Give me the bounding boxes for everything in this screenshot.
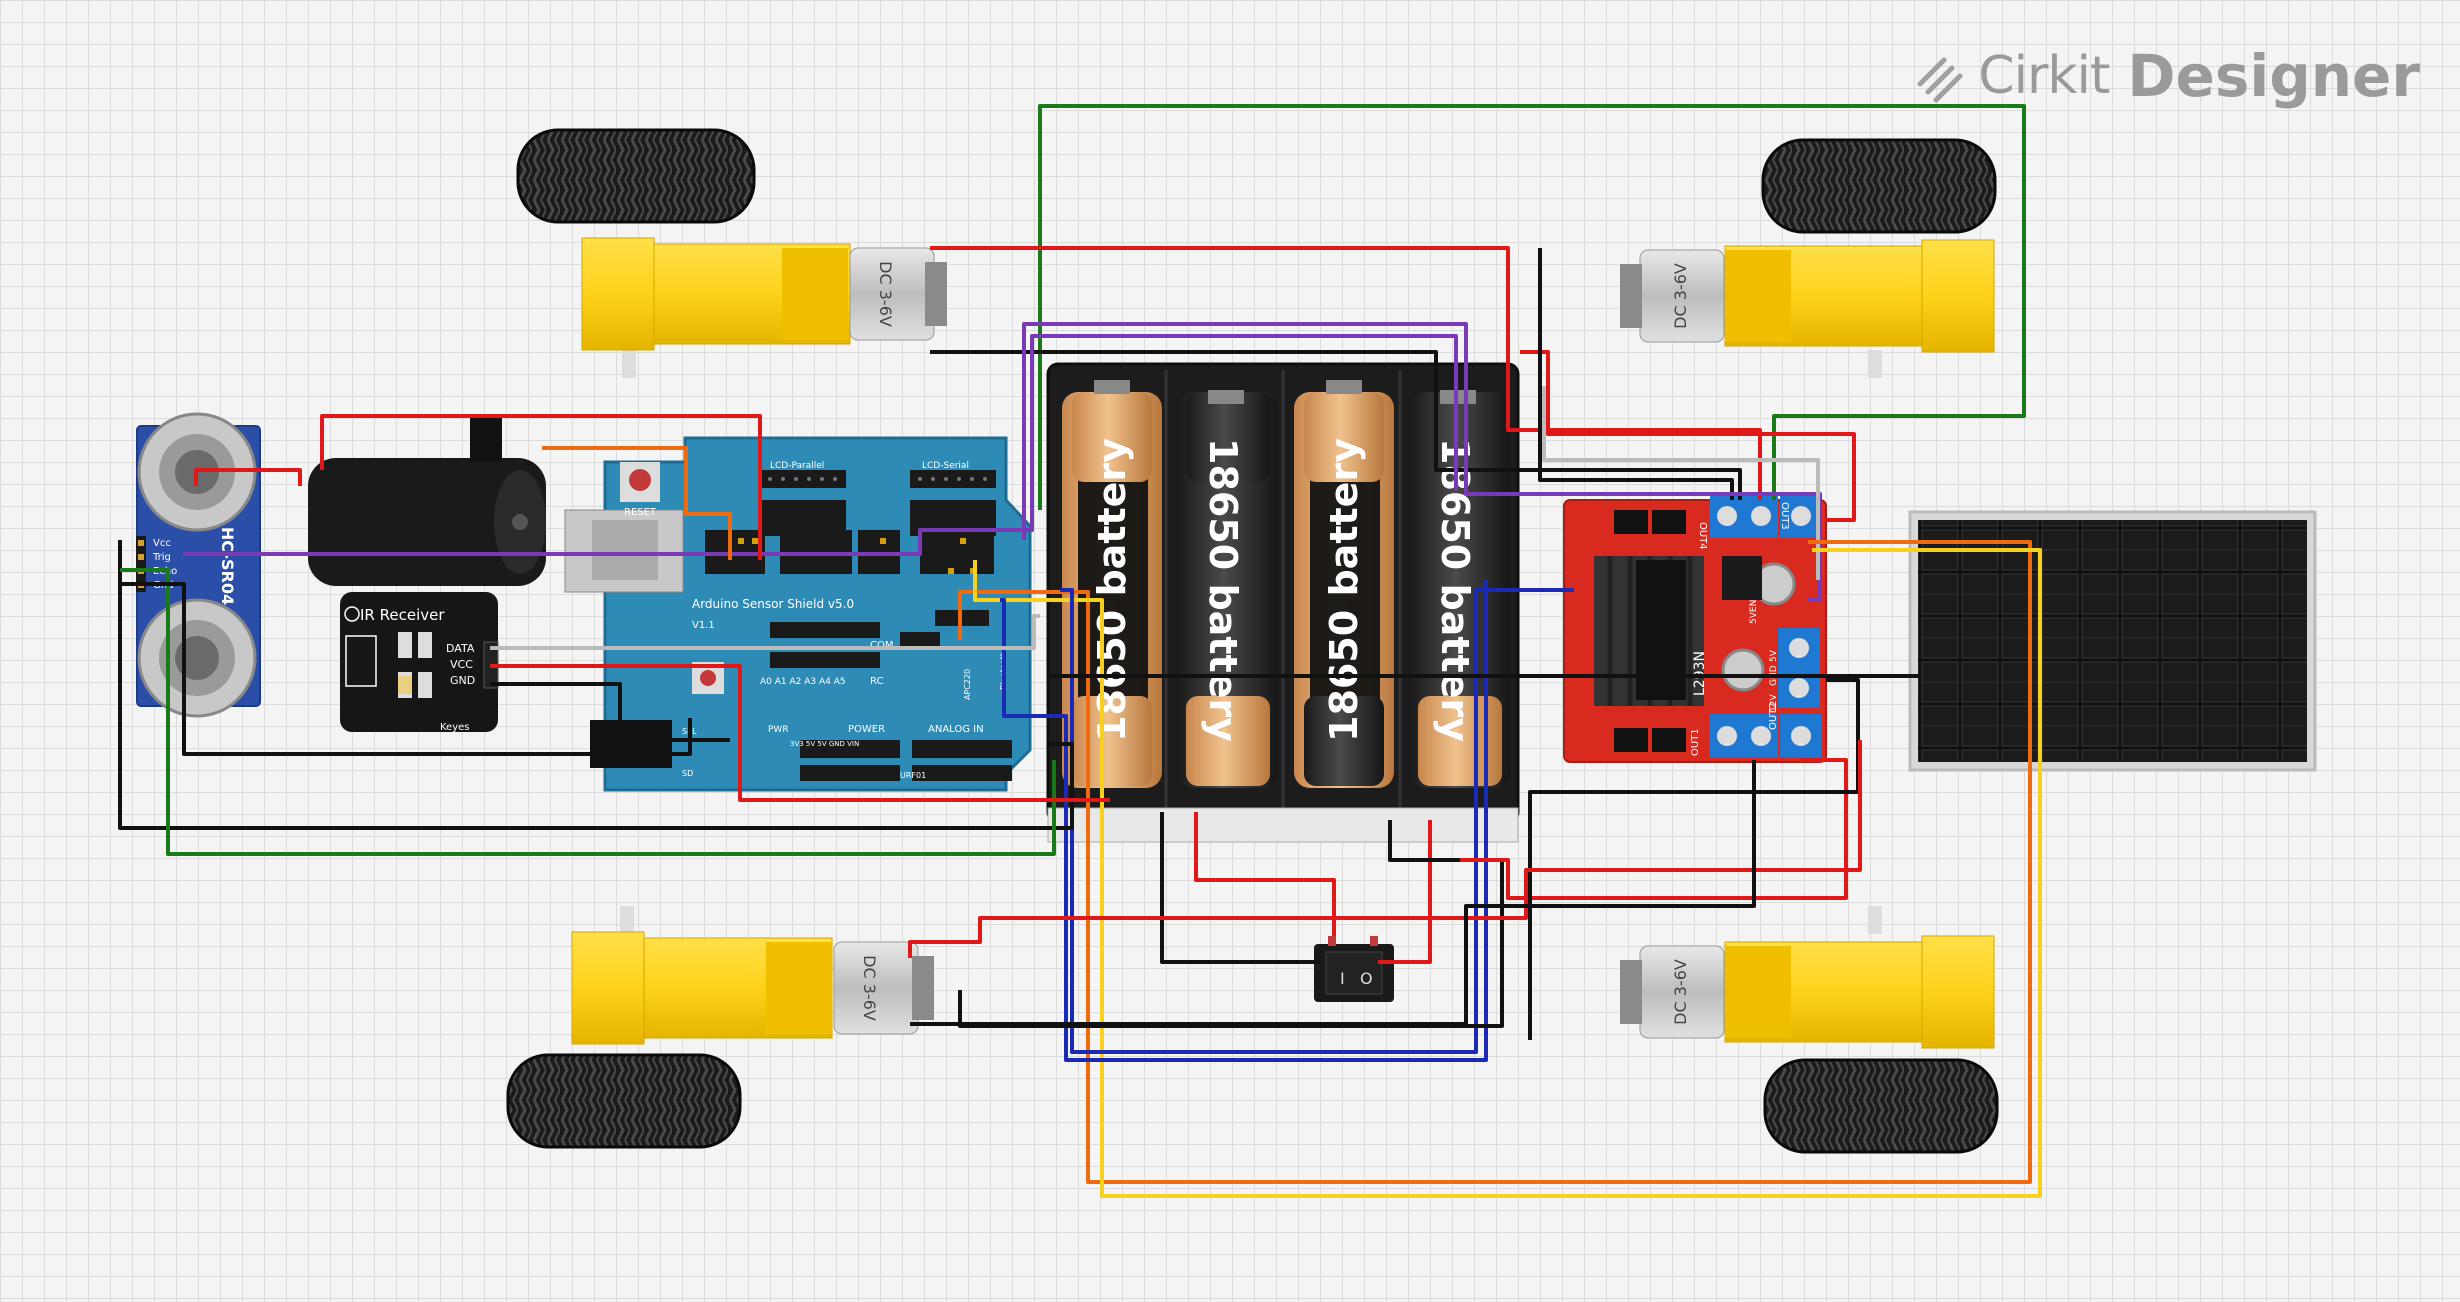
driver-chip-label: L293N (1692, 651, 1708, 696)
ultrasonic-sensor: HC-SR04 Vcc Trig Echo Gnd (136, 412, 261, 718)
wire-purple-1 (1022, 322, 1822, 602)
wire-black-tl-motor (930, 350, 1742, 500)
motor-top-left: DC 3-6V (581, 237, 947, 378)
power-switch[interactable]: I O (1314, 936, 1394, 1002)
ir-brand: Keyes (440, 722, 470, 733)
shield-title: Arduino Sensor Shield v5.0 (692, 597, 854, 611)
wire-purple-2 (183, 334, 1458, 556)
ir-pin-gnd: GND (450, 674, 475, 687)
wire-red-bl-motor (908, 740, 1862, 958)
wheel-bottom-left (506, 1053, 742, 1149)
ir-title: IR Receiver (360, 606, 445, 624)
solar-panel (1908, 510, 2317, 772)
driver-12v-label: 12V (1769, 694, 1779, 712)
motor-bottom-right: DC 3-6V (1620, 906, 1995, 1049)
rc-label: RC (870, 676, 883, 687)
driver-en-label: 5VEN (1749, 600, 1759, 624)
wheel-top-right (1761, 138, 1997, 234)
com-label: COM (870, 640, 893, 651)
wire-gray-ir (490, 614, 1040, 650)
circuit-logo-icon (1917, 57, 1963, 103)
wire-black-ground-loop (118, 540, 1074, 830)
wire-black-bl-motor (910, 760, 1756, 1026)
pwr-label: PWR (768, 725, 789, 735)
us-pin-trig: Trig (152, 552, 171, 563)
driver-out1-label: OUT1 (1690, 728, 1701, 756)
driver-out2-label: OUT2 (1768, 702, 1779, 730)
wire-red-tr-motor (1520, 350, 1856, 522)
driver-out3-label: OUT3 (1779, 502, 1790, 530)
us-pin-vcc: Vcc (153, 538, 171, 549)
analog-pins-label: A0 A1 A2 A3 A4 A5 (760, 677, 846, 687)
brand-name-part1: Cirkit (1978, 46, 2110, 106)
battery-label-2: 18650 battery (1201, 438, 1245, 742)
wire-red-switch-2 (1378, 820, 1432, 964)
ir-pin-data: DATA (446, 642, 475, 655)
wheel-bottom-right (1763, 1058, 1999, 1154)
wire-green-top (1038, 104, 2026, 510)
ir-pin-vcc: VCC (450, 658, 473, 671)
ir-receiver: IR Receiver DATA VCC GND Keyes (340, 592, 499, 733)
power-pins-label: 3V3 5V 5V GND VIN (790, 740, 859, 748)
apc-label: APC220 (963, 669, 972, 700)
brand-name-part2: Designer (2127, 42, 2420, 110)
ultrasonic-model-label: HC-SR04 (218, 527, 237, 605)
wire-blue-2 (1000, 580, 1488, 1062)
wire-black-tr-motor (1538, 248, 1734, 500)
wire-gray-1 (1542, 386, 1820, 580)
lcd-serial-label: LCD-Serial (922, 461, 969, 471)
wire-orange-arduino (542, 446, 732, 560)
wire-yellow-solar (973, 548, 2042, 1198)
reset-label: RESET (624, 507, 657, 518)
battery-pack: 18650 battery 18650 battery 18650 batter… (1046, 362, 1520, 843)
motor-label-tr: DC 3-6V (1671, 263, 1690, 329)
wire-red-top-left (930, 246, 1762, 500)
driver-out4-label: OUT4 (1697, 522, 1708, 550)
wires (118, 104, 2042, 1198)
wire-black-switch (1160, 812, 1320, 964)
wire-red-switch-1 (1194, 812, 1336, 936)
wire-orange-solar (958, 540, 2032, 1184)
motor-label-tl: DC 3-6V (876, 261, 895, 327)
power-label: POWER (848, 724, 885, 735)
arduino-sensor-shield: RESET LCD-Parallel LCD-Serial Arduino Se… (564, 436, 1032, 792)
analog-label: ANALOG IN (928, 724, 984, 735)
wheel-top-left (516, 128, 756, 224)
wire-red-br-motor (1460, 758, 1848, 900)
motor-label-br: DC 3-6V (1671, 959, 1690, 1025)
wire-black-motors (958, 820, 1504, 1028)
lcd-parallel-label: LCD-Parallel (770, 461, 824, 471)
motor-driver: L293N OUT4 OUT3 OUT1 OUT2 12V GND 5V 5VE… (1563, 494, 1827, 763)
wire-red-arduino (320, 414, 762, 560)
battery-label-1: 18650 battery (1090, 438, 1134, 742)
motor-top-right: DC 3-6V (1620, 239, 1995, 378)
motor-label-bl: DC 3-6V (860, 955, 879, 1021)
wire-blue-1 (1060, 588, 1574, 1054)
driver-5v-label: 5V (1769, 649, 1779, 662)
wire-black-ir (490, 682, 730, 742)
sd-label: SD (682, 769, 693, 778)
wire-green-ultra (120, 568, 1056, 856)
switch-off-label: O (1360, 969, 1373, 988)
cirkit-designer-logo: Cirkit Designer (1914, 42, 2420, 110)
wire-red-ir (490, 664, 1110, 802)
urf-label: URF01 (900, 771, 926, 780)
wire-red-ultra (194, 468, 302, 486)
switch-on-label: I (1340, 969, 1345, 988)
motor-bottom-left: DC 3-6V (571, 906, 934, 1045)
black-motor (308, 418, 546, 586)
shield-version: V1.1 (692, 620, 715, 631)
battery-label-3: 18650 battery (1322, 438, 1366, 742)
